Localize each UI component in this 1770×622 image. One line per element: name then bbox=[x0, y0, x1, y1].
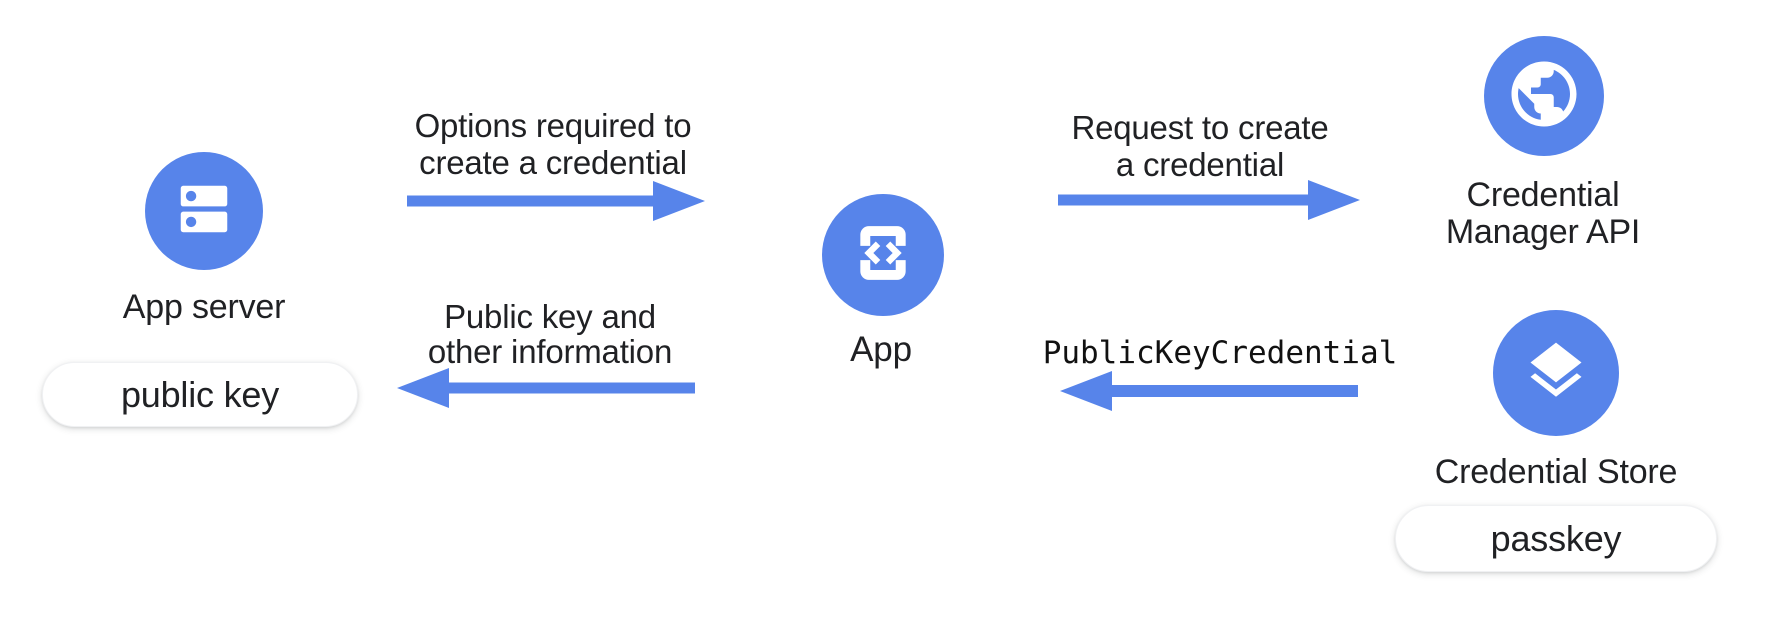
public-key-arrow-caption-line1: Public key and bbox=[444, 298, 656, 335]
public-key-arrow-caption: Public key and other information bbox=[395, 299, 705, 369]
public-key-pill: public key bbox=[42, 362, 358, 427]
credential-manager-api-node bbox=[1484, 36, 1604, 156]
credential-manager-api-label-line1: Credential bbox=[1466, 176, 1620, 214]
options-arrow-caption-line1: Options required to bbox=[414, 107, 692, 144]
passkey-pill-label: passkey bbox=[1490, 517, 1622, 559]
phone-code-icon bbox=[849, 219, 917, 292]
credential-manager-api-label: Credential Manager API bbox=[1393, 177, 1693, 251]
request-arrow-caption-line2: a credential bbox=[1115, 146, 1285, 183]
credential-store-node bbox=[1493, 310, 1619, 436]
publickeycredential-caption: PublicKeyCredential bbox=[1042, 335, 1398, 371]
public-key-arrow-caption-line2: other information bbox=[427, 333, 673, 370]
app-label: App bbox=[850, 330, 912, 369]
request-arrow-caption-line1: Request to create bbox=[1071, 109, 1329, 146]
app-server-label: App server bbox=[122, 288, 286, 326]
globe-icon bbox=[1505, 55, 1583, 138]
server-icon bbox=[173, 178, 235, 245]
credential-manager-api-label-line2: Manager API bbox=[1445, 213, 1641, 251]
passkey-pill: passkey bbox=[1395, 505, 1717, 572]
options-arrow-caption: Options required to create a credential bbox=[398, 107, 708, 181]
app-server-node bbox=[145, 152, 263, 270]
layers-icon bbox=[1522, 337, 1590, 410]
app-node bbox=[822, 194, 944, 316]
credential-store-label: Credential Store bbox=[1434, 453, 1678, 491]
public-key-arrow-left-icon bbox=[397, 368, 695, 408]
request-arrow-right-icon bbox=[1058, 180, 1360, 220]
options-arrow-caption-line2: create a credential bbox=[419, 144, 687, 181]
options-arrow-right-icon bbox=[407, 181, 705, 221]
request-arrow-caption: Request to create a credential bbox=[1045, 109, 1355, 183]
publickeycredential-arrow-left-icon bbox=[1060, 371, 1358, 411]
public-key-pill-label: public key bbox=[120, 373, 280, 415]
